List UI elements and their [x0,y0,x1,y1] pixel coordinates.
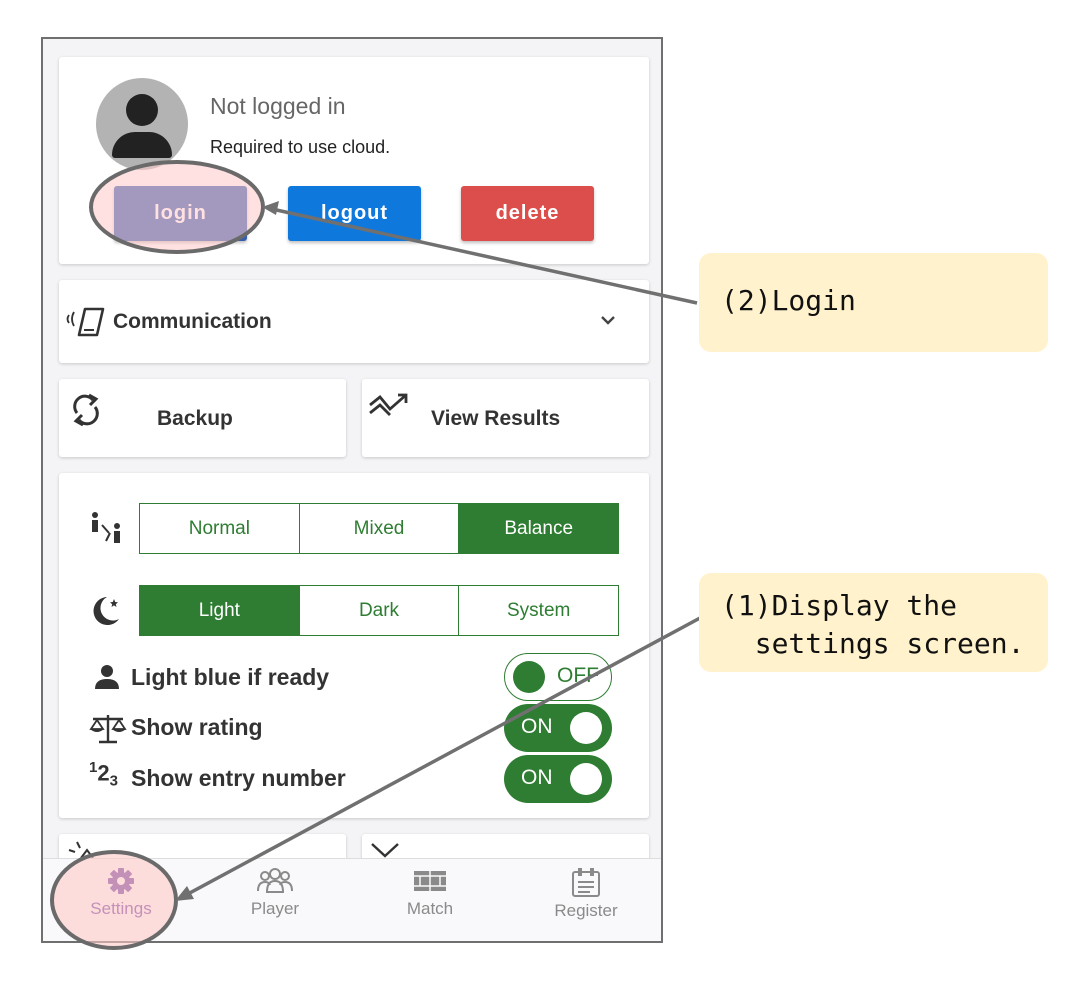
logout-button[interactable]: logout [288,186,421,241]
group-icon [257,868,293,893]
view-results-label: View Results [431,407,561,430]
mode-option-normal[interactable]: Normal [140,504,300,553]
sparkle-icon [68,841,94,858]
backup-label: Backup [157,407,233,430]
backup-button[interactable]: Backup [59,379,346,457]
mode-option-balance[interactable]: Balance [459,504,619,553]
mode-segmented-control: Normal Mixed Balance [139,503,619,554]
delete-button[interactable]: delete [461,186,594,241]
phone-screen: Not logged in Required to use cloud. log… [41,37,663,943]
communication-card[interactable]: Communication [59,280,649,363]
court-icon [414,871,446,891]
communication-label: Communication [113,310,272,333]
show-rating-toggle[interactable]: ON [504,704,612,752]
entry-number-icon: 123 [89,759,118,790]
nav-match[interactable]: Match [370,867,490,919]
theme-option-light[interactable]: Light [140,586,300,635]
show-entry-number-label: Show entry number [131,765,346,791]
mode-option-mixed[interactable]: Mixed [300,504,460,553]
calendar-list-icon [572,868,600,897]
moon-icon [93,597,119,625]
phone-signal-icon [66,307,105,337]
login-button[interactable]: login [114,186,247,241]
gear-icon [108,868,134,894]
chevron-down-icon[interactable] [596,308,620,332]
nav-register[interactable]: Register [526,867,646,921]
nav-settings[interactable]: Settings [61,867,181,919]
person-icon [95,665,119,689]
show-entry-number-toggle[interactable]: ON [504,755,612,803]
login-status-title: Not logged in [210,93,346,119]
nav-player-label: Player [250,899,300,918]
light-blue-ready-toggle[interactable]: OFF [504,653,612,701]
show-rating-label: Show rating [131,714,263,740]
nav-register-label: Register [554,901,618,920]
settings-callout: (1)Display the settings screen. [699,573,1048,672]
light-blue-ready-label: Light blue if ready [131,664,330,690]
view-results-button[interactable]: View Results [362,379,649,457]
avatar-icon [96,78,188,170]
theme-option-dark[interactable]: Dark [300,586,460,635]
login-status-subtitle: Required to use cloud. [210,137,391,157]
nav-settings-label: Settings [90,899,152,918]
trend-icon [369,393,408,416]
people-mode-icon [92,512,120,543]
account-card: Not logged in Required to use cloud. log… [59,57,649,264]
bottom-navigation: Settings Player Match [43,858,661,941]
sync-icon [73,393,99,427]
login-callout: (2)Login [699,253,1048,352]
nav-player[interactable]: Player [215,867,335,919]
nav-match-label: Match [406,899,454,918]
balance-scale-icon [89,715,127,744]
theme-segmented-control: Light Dark System [139,585,619,636]
settings-card: Normal Mixed Balance Light Dark System L… [59,473,649,818]
theme-option-system[interactable]: System [507,599,571,621]
chevron-down-icon [371,843,399,858]
